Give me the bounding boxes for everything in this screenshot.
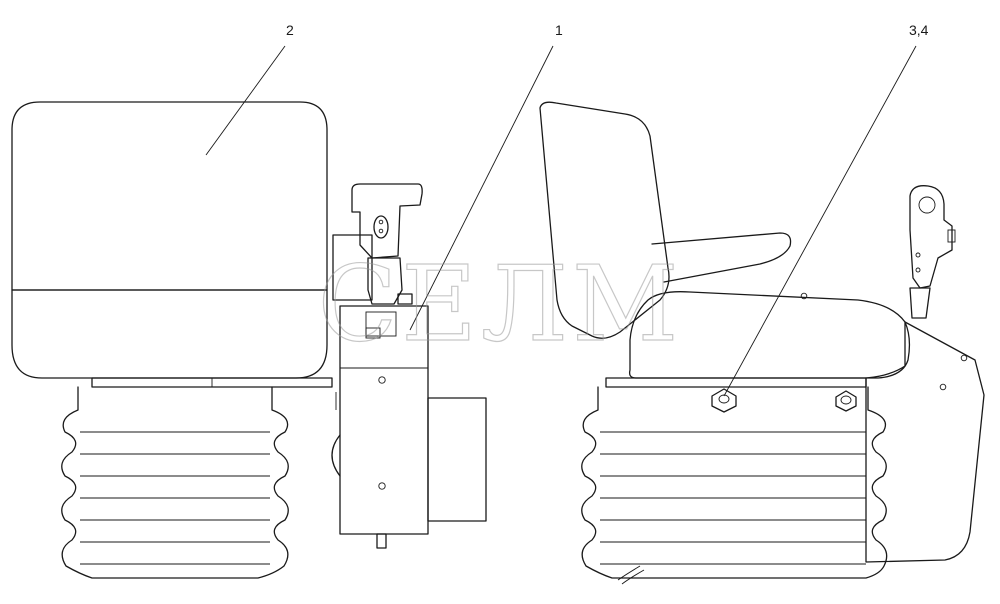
side-armrest <box>651 232 792 283</box>
column-pin <box>376 533 387 549</box>
mounting-hole-front <box>711 388 737 413</box>
callout-2: 2 <box>286 22 294 38</box>
armrest-bracket <box>332 234 373 301</box>
side-joystick <box>909 185 953 289</box>
side-seat-cushion <box>628 291 911 379</box>
leader-line-1 <box>409 45 554 331</box>
column-link <box>367 257 403 305</box>
watermark-logo: СЕЛМ <box>318 243 683 365</box>
rear-housing <box>427 397 487 522</box>
side-control-console <box>865 321 985 563</box>
joystick-boot <box>909 287 931 319</box>
front-view <box>11 101 487 579</box>
joystick-trigger <box>947 229 956 243</box>
front-suspension-bellows <box>61 386 289 579</box>
side-base-plate <box>605 377 867 388</box>
leader-line-2 <box>205 45 286 156</box>
cable <box>617 565 645 585</box>
front-seat-cushion <box>11 289 328 379</box>
leader-line-3-4 <box>723 45 917 397</box>
callout-1: 1 <box>555 22 563 38</box>
side-bulge <box>331 434 341 477</box>
armrest-mechanism <box>331 183 487 549</box>
handle-slot <box>373 215 389 239</box>
front-seat-back <box>11 101 328 291</box>
nut <box>397 293 413 305</box>
armrest-handle <box>351 183 423 259</box>
side-suspension-bellows <box>581 386 888 579</box>
side-view <box>539 101 985 585</box>
mounting-hole-rear <box>835 390 857 412</box>
side-seat-back <box>539 101 670 339</box>
callout-3-4: 3,4 <box>909 22 929 38</box>
